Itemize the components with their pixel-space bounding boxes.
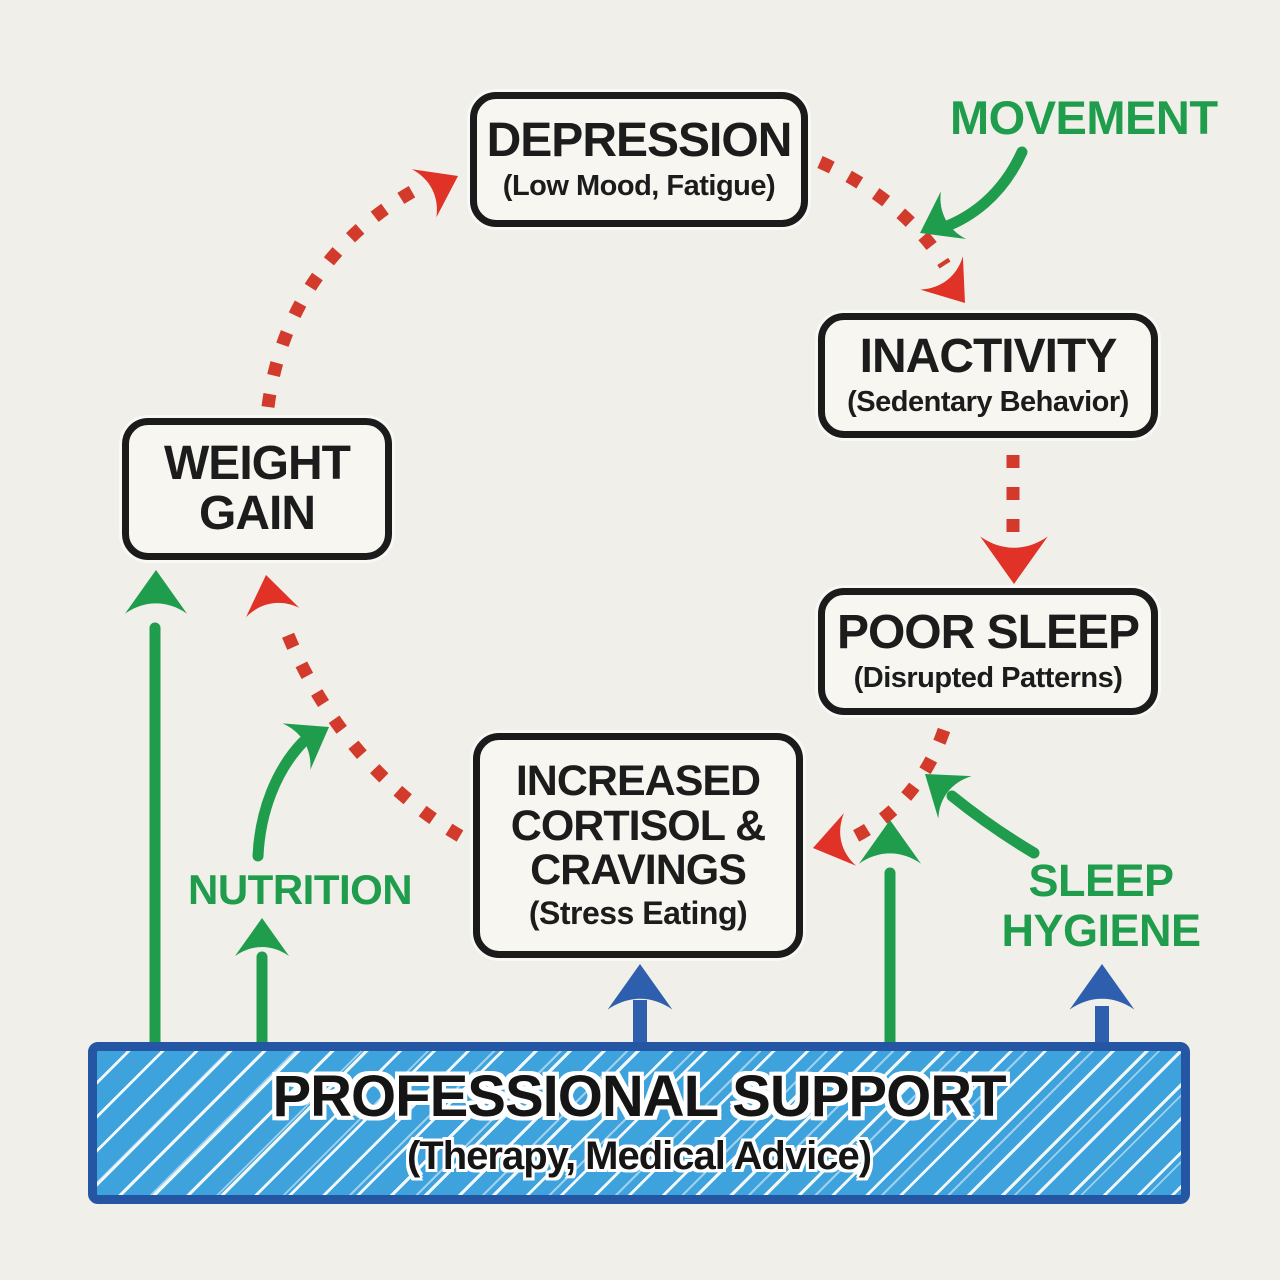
node-weight-gain-title: WEIGHT GAIN bbox=[164, 437, 351, 540]
node-inactivity-subtitle: (Sedentary Behavior) bbox=[847, 385, 1129, 418]
professional-support-subtitle: (Therapy, Medical Advice) bbox=[406, 1133, 872, 1178]
arrow-support-to-poor-sleep bbox=[858, 820, 922, 1048]
label-sleep-hygiene-line1: SLEEP bbox=[1028, 855, 1174, 906]
label-sleep-hygiene-line2: HYGIENE bbox=[1001, 905, 1201, 957]
arrow-nutrition-curved bbox=[252, 723, 329, 862]
node-depression-subtitle: (Low Mood, Fatigue) bbox=[502, 169, 776, 202]
arrow-sleep-hygiene bbox=[925, 774, 1040, 859]
node-poor-sleep: POOR SLEEP (Disrupted Patterns) bbox=[818, 588, 1158, 715]
arrow-support-to-weight-gain bbox=[124, 570, 188, 1048]
node-inactivity: INACTIVITY (Sedentary Behavior) bbox=[818, 313, 1158, 438]
label-sleep-hygiene: SLEEP HYGIENE bbox=[971, 855, 1231, 957]
node-poor-sleep-subtitle: (Disrupted Patterns) bbox=[853, 661, 1123, 694]
node-inactivity-title: INACTIVITY bbox=[859, 330, 1118, 384]
arrow-depression-to-inactivity bbox=[817, 156, 965, 303]
node-cortisol-cravings-title: INCREASED CORTISOL & CRAVINGS bbox=[510, 756, 766, 895]
arrow-support-to-cortisol bbox=[607, 964, 673, 1044]
node-cortisol-cravings: INCREASED CORTISOL & CRAVINGS (Stress Ea… bbox=[473, 733, 803, 958]
node-poor-sleep-title: POOR SLEEP bbox=[836, 606, 1140, 660]
arrow-cortisol-to-weight-gain bbox=[246, 575, 464, 842]
label-movement: MOVEMENT bbox=[950, 91, 1218, 144]
arrow-movement bbox=[920, 146, 1028, 239]
professional-support-title: PROFESSIONAL SUPPORT bbox=[272, 1063, 1006, 1129]
professional-support-bar: PROFESSIONAL SUPPORT (Therapy, Medical A… bbox=[88, 1042, 1190, 1204]
arrow-poor-sleep-to-cortisol bbox=[813, 727, 951, 866]
node-depression: DEPRESSION (Low Mood, Fatigue) bbox=[470, 92, 808, 227]
node-cortisol-cravings-subtitle: (Stress Eating) bbox=[528, 895, 748, 932]
arrow-support-to-nutrition bbox=[235, 918, 289, 1048]
arrow-inactivity-to-poor-sleep bbox=[980, 455, 1048, 584]
node-weight-gain: WEIGHT GAIN bbox=[122, 418, 392, 560]
node-depression-title: DEPRESSION bbox=[486, 114, 793, 168]
arrow-support-to-sleep-hygiene bbox=[1069, 964, 1135, 1044]
arrow-weight-gain-to-depression bbox=[261, 169, 458, 408]
label-nutrition: NUTRITION bbox=[188, 866, 413, 913]
